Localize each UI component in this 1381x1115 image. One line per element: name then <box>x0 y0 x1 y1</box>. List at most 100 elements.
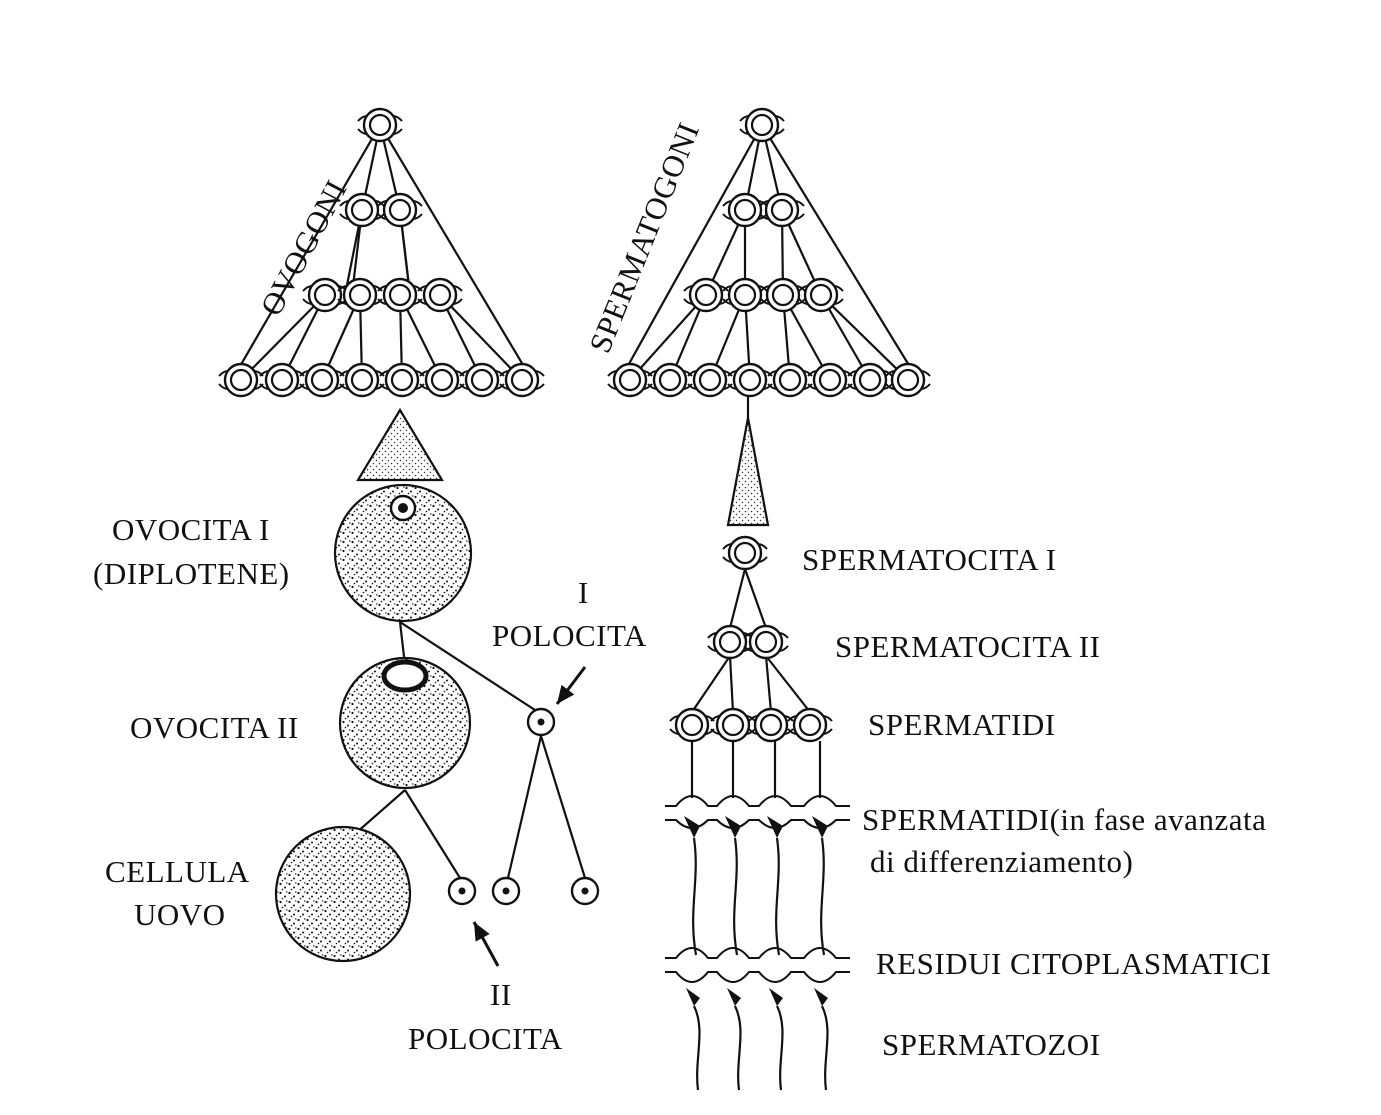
cell-inner <box>350 285 370 305</box>
label-spermatidi-advanced-2: di differenziamento) <box>870 844 1133 879</box>
cell-inner <box>272 370 292 390</box>
spermatozoon <box>686 988 700 1090</box>
cell-inner <box>352 200 372 220</box>
ovogonium-gen2 <box>378 194 422 226</box>
label-spermatocita-1: SPERMATOCITA I <box>802 542 1057 577</box>
cell-inner <box>772 200 792 220</box>
label-polocita-1: POLOCITA <box>492 618 647 653</box>
lineage-line <box>730 569 745 628</box>
ovogonium-root <box>358 109 402 141</box>
cell-inner <box>660 370 680 390</box>
cell-inner <box>773 285 793 305</box>
residue-bottom <box>665 972 850 982</box>
spermatid <box>788 709 832 741</box>
cell-inner <box>756 632 776 652</box>
label-spermatidi: SPERMATIDI <box>868 707 1056 742</box>
spermatozoon-head <box>727 988 741 1006</box>
ovogonium-gen3 <box>338 279 382 311</box>
ovocita-1-nucleolus <box>398 503 408 513</box>
spermatozoon-head <box>769 988 783 1006</box>
cell-inner <box>696 285 716 305</box>
sperm-tail <box>821 838 824 955</box>
polocyte <box>493 878 519 904</box>
label-uovo: UOVO <box>134 897 226 932</box>
cell-inner <box>735 543 755 563</box>
growth-triangle <box>358 410 442 480</box>
spermatozoon <box>727 988 741 1090</box>
label-cellula: CELLULA <box>105 854 250 889</box>
spermatid <box>711 709 755 741</box>
cellula-uovo <box>276 827 410 961</box>
spermatogonium-gen4 <box>688 364 732 396</box>
cell-inner <box>720 632 740 652</box>
spermatogonium-gen2 <box>723 194 767 226</box>
lineage-line <box>541 736 585 878</box>
ovogonium-gen4 <box>460 364 504 396</box>
cell-inner <box>811 285 831 305</box>
cell-inner <box>390 200 410 220</box>
cell-inner <box>700 370 720 390</box>
ovogonium-gen4 <box>300 364 344 396</box>
spermatogonium-gen3 <box>723 279 767 311</box>
lineage-line <box>692 656 730 712</box>
spermatocyte-2 <box>744 626 788 658</box>
cell-inner <box>723 715 743 735</box>
label-spermatidi-advanced: SPERMATIDI(in fase avanzata <box>862 802 1266 837</box>
polocyte-nucleus <box>503 888 510 895</box>
cell-inner <box>512 370 532 390</box>
spermatogonium-gen4 <box>608 364 652 396</box>
ovogonium-gen3 <box>418 279 462 311</box>
arrow-polocita-2 <box>474 922 498 966</box>
spermatid <box>749 709 793 741</box>
cell-inner <box>780 370 800 390</box>
spermatozoon-head <box>686 988 700 1006</box>
spermatocyte-2 <box>708 626 752 658</box>
lineage-line <box>745 569 766 628</box>
cell-inner <box>752 115 772 135</box>
label-residui-citoplasmatici: RESIDUI CITOPLASMATICI <box>876 946 1271 981</box>
ovogonium-gen4 <box>500 364 544 396</box>
cell-inner <box>735 285 755 305</box>
spermatogonium-root <box>740 109 784 141</box>
cell-inner <box>312 370 332 390</box>
label-ovocita-1-diplotene: (DIPLOTENE) <box>93 556 290 591</box>
arrow-polocita-1 <box>557 667 585 704</box>
polocyte-nucleus <box>582 888 589 895</box>
cell-inner <box>620 370 640 390</box>
spermatogonium-gen2 <box>760 194 804 226</box>
ovocita-2 <box>340 658 470 788</box>
lineage-line <box>405 790 460 878</box>
spermatogonium-gen3 <box>799 279 843 311</box>
sperm-tail <box>776 838 779 955</box>
label-polocita-1-numeral: I <box>578 575 589 610</box>
polocyte-nucleus <box>459 888 466 895</box>
cellula-uovo-body <box>276 827 410 961</box>
spermatogonium-gen4 <box>808 364 852 396</box>
spermatozoon-tail <box>735 1006 740 1090</box>
spermatozoon-tail <box>822 1006 827 1090</box>
polocyte-nucleus <box>538 719 545 726</box>
residui-citoplasmatici-row <box>665 948 850 982</box>
label-polocita-2-numeral: II <box>490 977 512 1012</box>
cell-inner <box>860 370 880 390</box>
cell-inner <box>472 370 492 390</box>
polocyte <box>572 878 598 904</box>
cell-inner <box>740 370 760 390</box>
polocyte <box>528 709 554 735</box>
cell-inner <box>800 715 820 735</box>
spermatogonium-gen4 <box>728 364 772 396</box>
spermatogonium-gen3 <box>684 279 728 311</box>
ovogonium-gen3 <box>303 279 347 311</box>
ovocita-1 <box>335 485 471 621</box>
arrow-head <box>557 685 574 704</box>
spermatid-advanced-row <box>665 796 850 838</box>
spermatid <box>670 709 714 741</box>
spermatozoon-head <box>814 988 828 1006</box>
cell-inner <box>761 715 781 735</box>
spermatozoon <box>814 988 828 1090</box>
sperm-tail <box>734 838 737 955</box>
spermatozoon-tail <box>694 1006 699 1090</box>
lineage-line <box>762 125 918 380</box>
